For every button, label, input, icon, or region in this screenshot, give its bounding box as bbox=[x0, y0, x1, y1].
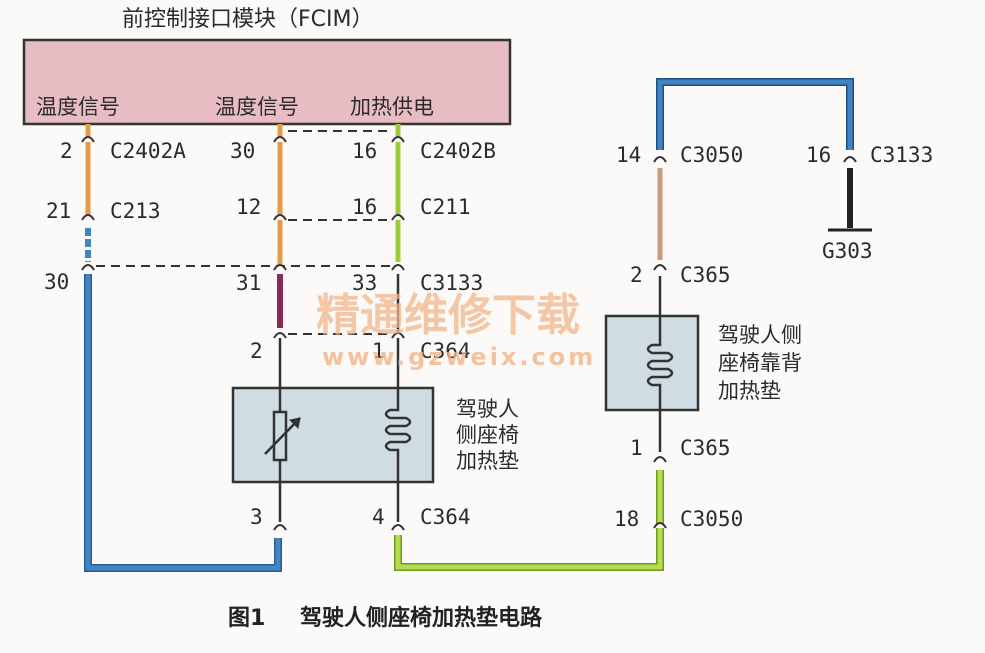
conn-c3050-18-symbol bbox=[653, 522, 667, 529]
conn-col2-12-symbol bbox=[273, 214, 287, 221]
conn-c2402a-symbol bbox=[81, 136, 95, 143]
pin-33: 33 bbox=[352, 271, 377, 295]
pin-16-c2402b: 16 bbox=[352, 139, 377, 163]
pin-4: 4 bbox=[372, 505, 385, 529]
wire-blue-top-inner bbox=[657, 79, 853, 150]
conn-c3050-14-symbol bbox=[653, 156, 667, 163]
back-heater-label-1: 驾驶人侧 bbox=[718, 323, 802, 347]
connector-shells bbox=[96, 130, 390, 335]
seat-heater-label-2: 侧座椅 bbox=[456, 423, 519, 447]
conn-c3133-symbol bbox=[391, 264, 405, 271]
pin-16-c211: 16 bbox=[352, 195, 377, 219]
pin-30-left: 30 bbox=[44, 270, 69, 294]
watermark-line1: 精通维修下载 bbox=[316, 290, 580, 341]
figure-caption: 驾驶人侧座椅加热垫电路 bbox=[300, 605, 543, 631]
conn-c365-1-symbol bbox=[653, 456, 667, 463]
conn-c2402b-symbol bbox=[391, 136, 405, 143]
watermark-line2: www.gzweix.com bbox=[322, 343, 596, 371]
conn-c365-2-symbol bbox=[653, 264, 667, 271]
conn-col2-31-symbol bbox=[273, 264, 287, 271]
pin-14: 14 bbox=[616, 143, 641, 167]
pin-18: 18 bbox=[614, 507, 639, 531]
conn-name-c364-top: C364 bbox=[420, 339, 471, 363]
wire-blue-top bbox=[656, 78, 854, 150]
wire-col1-blue-inner bbox=[85, 274, 281, 571]
connector-symbols bbox=[81, 136, 857, 531]
pin-label-temp-signal-2: 温度信号 bbox=[215, 95, 299, 119]
conn-name-c364-bottom: C364 bbox=[420, 505, 471, 529]
conn-name-c3133-left: C3133 bbox=[420, 271, 483, 295]
conn-col2-30-symbol bbox=[273, 136, 287, 143]
back-heater-component bbox=[604, 314, 700, 412]
seat-heater-label-3: 加热垫 bbox=[456, 449, 519, 473]
pin-label-temp-signal-1: 温度信号 bbox=[36, 95, 120, 119]
pin-3: 3 bbox=[250, 505, 263, 529]
conn-c364-1-symbol bbox=[391, 332, 405, 339]
wires bbox=[84, 78, 872, 572]
conn-c364-4-symbol bbox=[391, 524, 405, 531]
back-heating-element-icon bbox=[646, 316, 674, 410]
conn-name-c3050-top: C3050 bbox=[680, 143, 743, 167]
module-title: 前控制接口模块（FCIM） bbox=[122, 7, 374, 32]
conn-name-c211: C211 bbox=[420, 195, 471, 219]
figure-number: 图1 bbox=[228, 606, 265, 631]
seat-heater-component bbox=[231, 386, 435, 484]
pin-2-c365: 2 bbox=[630, 263, 643, 287]
pin-31: 31 bbox=[236, 271, 261, 295]
wire-green-bottom-inner bbox=[395, 470, 663, 570]
pin-21: 21 bbox=[46, 199, 71, 223]
conn-c213-symbol bbox=[81, 214, 95, 221]
conn-name-c213: C213 bbox=[110, 199, 161, 223]
thermistor-icon bbox=[272, 410, 288, 462]
conn-name-c365-top: C365 bbox=[680, 263, 731, 287]
pin-2-col2: 2 bbox=[250, 339, 263, 363]
connector-labels: 2 C2402A 21 C213 30 30 12 31 2 16 C2402B… bbox=[44, 139, 933, 531]
seat-heater-label-1: 驾驶人 bbox=[456, 397, 519, 421]
heating-element-icon bbox=[384, 388, 412, 482]
conn-name-c3050-bottom: C3050 bbox=[680, 507, 743, 531]
conn-name-c2402b: C2402B bbox=[420, 139, 496, 163]
pin-30-col2: 30 bbox=[230, 139, 255, 163]
fcim-module-box bbox=[22, 38, 512, 126]
pin-2: 2 bbox=[60, 139, 73, 163]
conn-c211-symbol bbox=[391, 214, 405, 221]
conn-name-c365-bottom: C365 bbox=[680, 436, 731, 460]
conn-c3133-16-symbol bbox=[843, 156, 857, 163]
back-heater-box bbox=[604, 314, 700, 412]
ground-label: G303 bbox=[822, 239, 873, 263]
conn-30-symbol bbox=[81, 264, 95, 271]
back-heater-label-3: 加热垫 bbox=[718, 379, 781, 403]
conn-col2-2-symbol bbox=[273, 332, 287, 339]
pin-label-heat-power: 加热供电 bbox=[350, 95, 434, 119]
pin-12: 12 bbox=[236, 195, 261, 219]
conn-name-c2402a: C2402A bbox=[110, 139, 186, 163]
conn-name-c3133-right: C3133 bbox=[870, 143, 933, 167]
conn-col2-3-symbol bbox=[273, 524, 287, 531]
pin-1-c365: 1 bbox=[630, 436, 643, 460]
pin-1-c364: 1 bbox=[372, 339, 385, 363]
back-heater-label-2: 座椅靠背 bbox=[718, 351, 802, 375]
pin-16-c3133: 16 bbox=[806, 143, 831, 167]
